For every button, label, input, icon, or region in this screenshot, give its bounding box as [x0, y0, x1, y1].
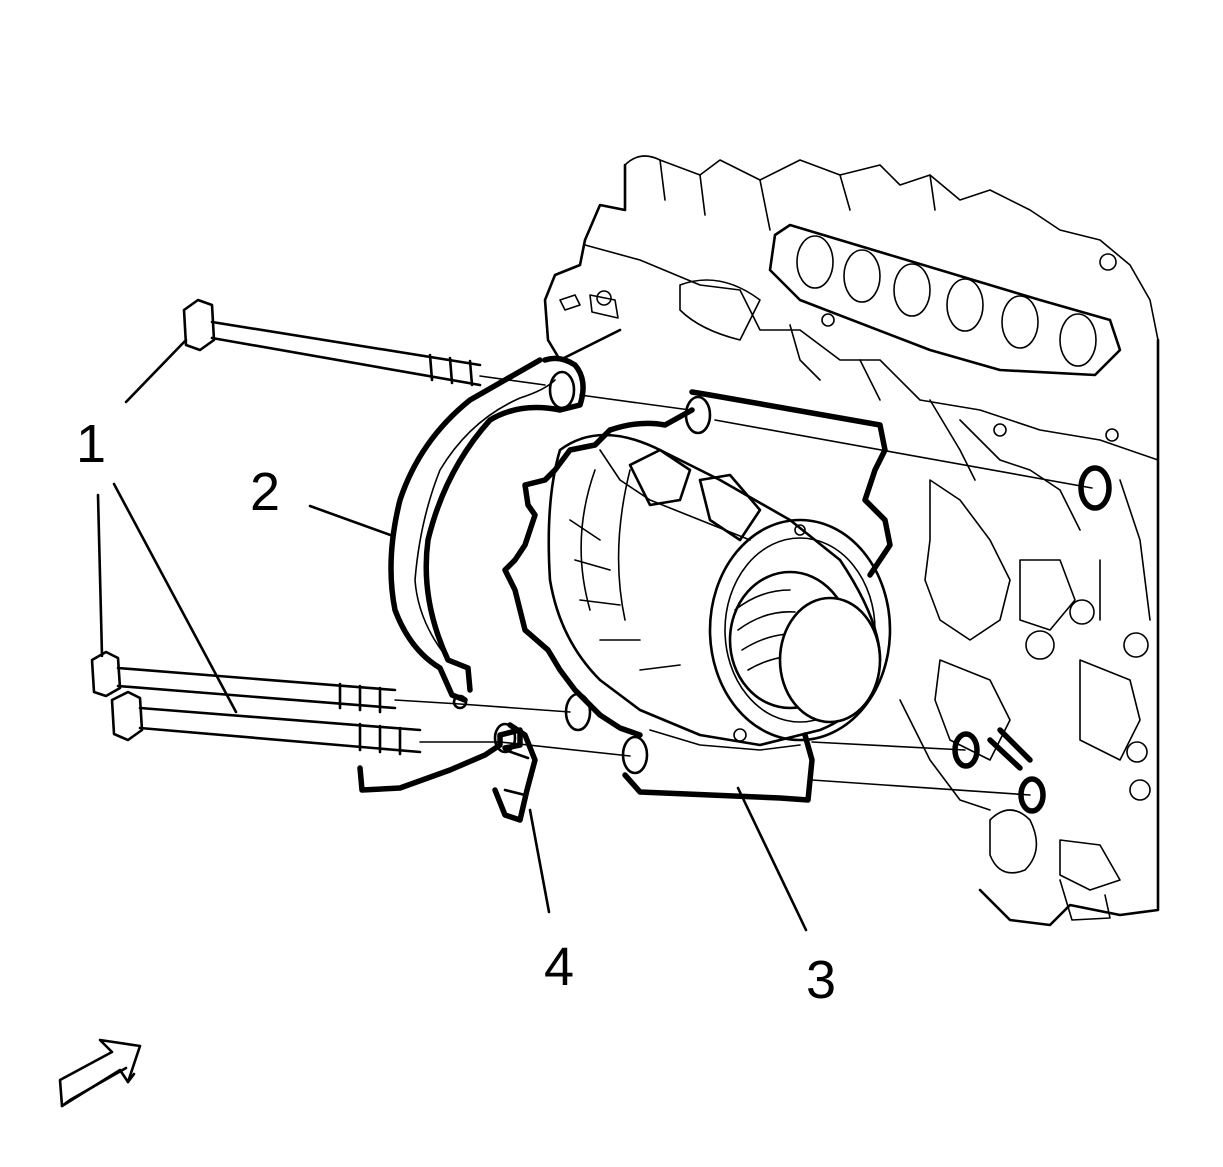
callout-3: 3 — [806, 950, 836, 1010]
engine-block — [543, 155, 1160, 927]
generator — [502, 389, 893, 803]
pulley — [728, 570, 882, 724]
bolt-top — [182, 298, 482, 387]
bracket — [357, 722, 538, 823]
view-direction-arrow-icon — [58, 1038, 142, 1108]
bolts — [90, 298, 482, 756]
callout-4: 4 — [544, 937, 574, 997]
bolt-middle — [90, 650, 397, 714]
mount-bosses — [952, 465, 1112, 814]
alignment-lines — [394, 375, 1093, 796]
gasket — [388, 355, 586, 710]
callout-1: 1 — [76, 414, 106, 474]
leader-lines — [96, 338, 808, 932]
callout-2: 2 — [250, 462, 280, 522]
bolt-lower — [110, 690, 422, 756]
